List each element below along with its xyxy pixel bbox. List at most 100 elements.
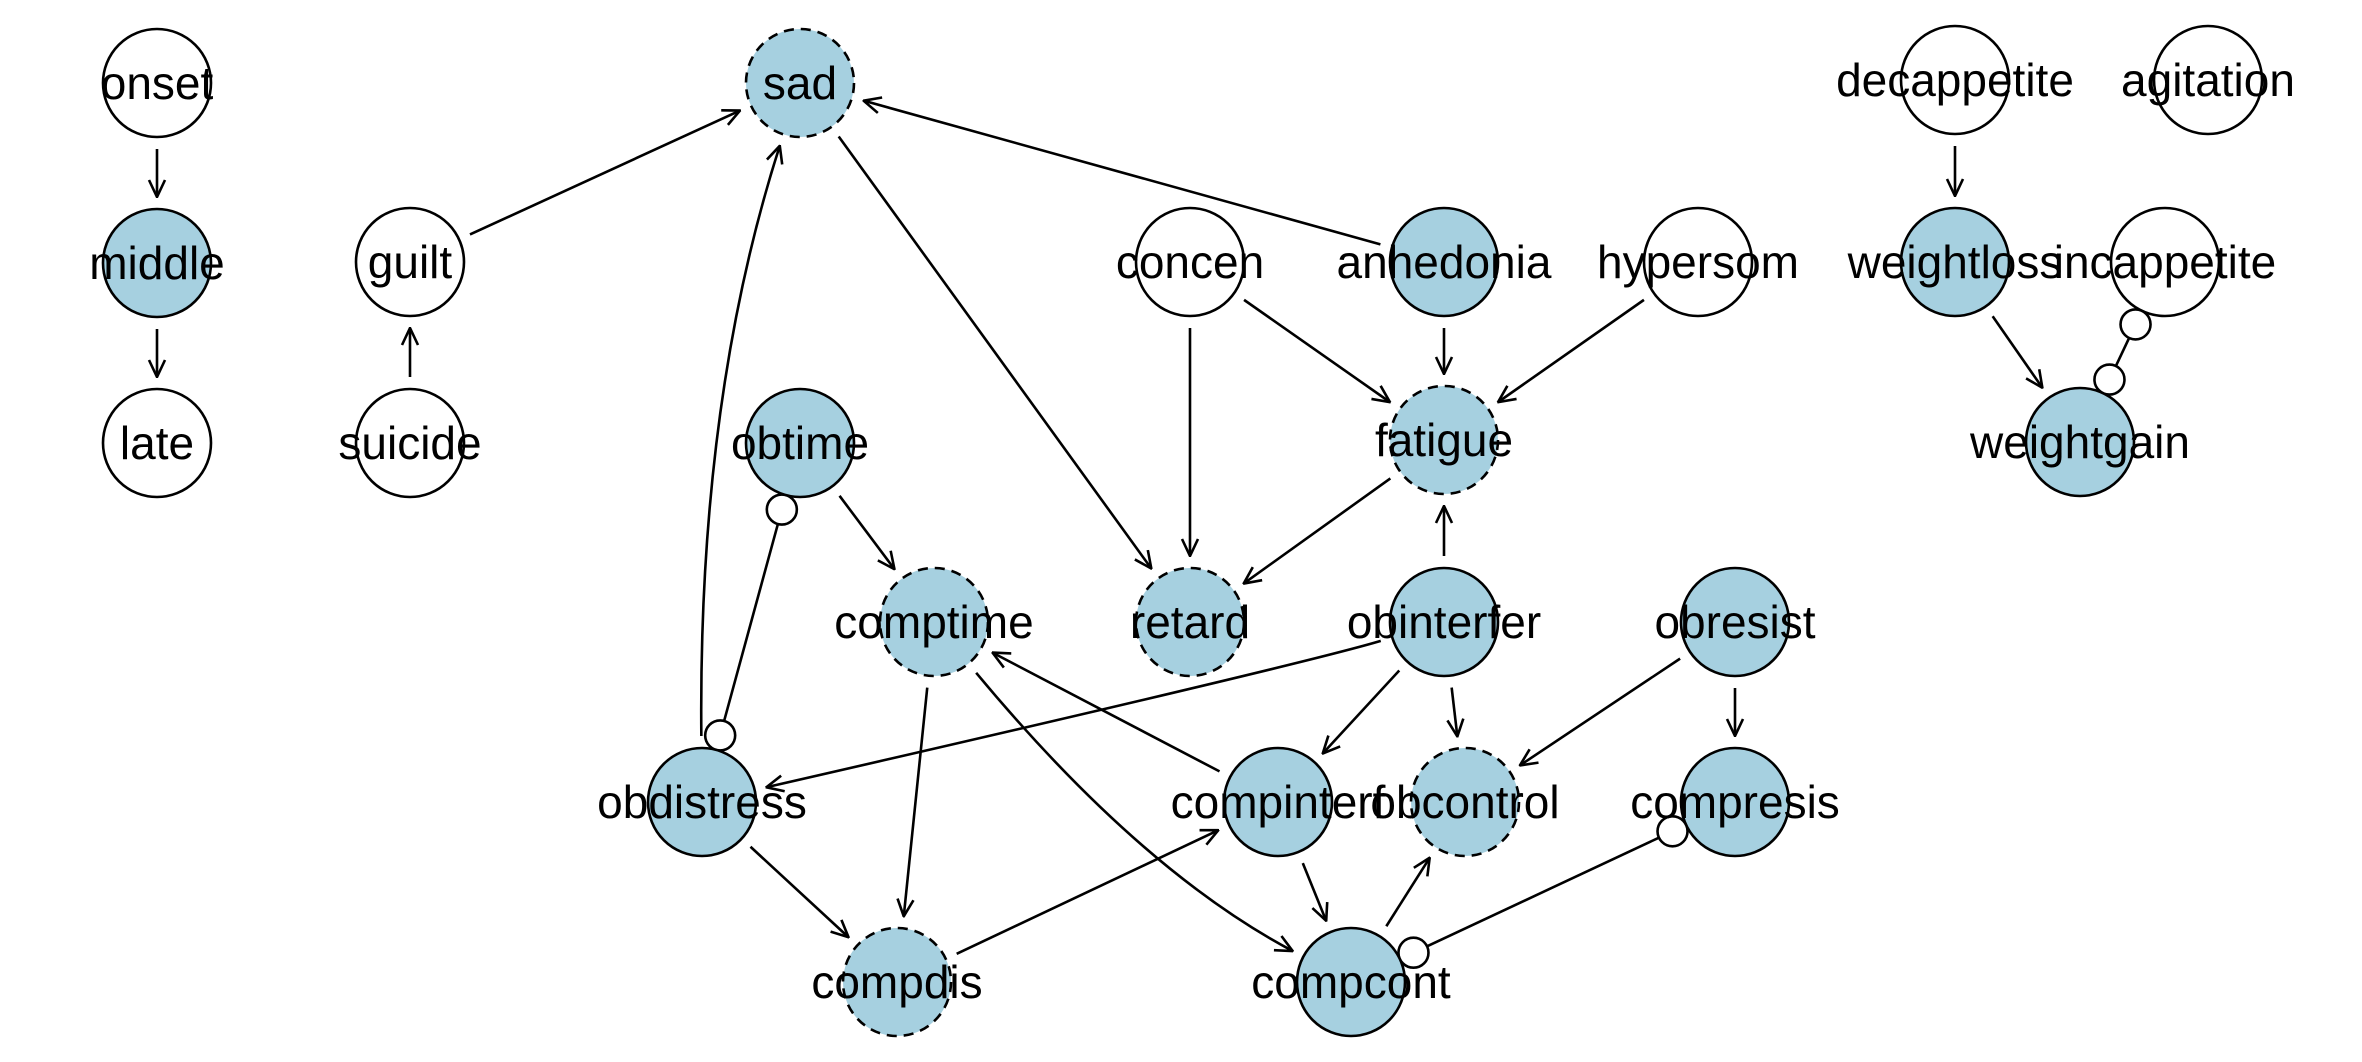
edge-line xyxy=(2114,337,2131,367)
node-circle xyxy=(101,27,213,139)
edge-fatigue-retard xyxy=(1244,477,1392,583)
edge-endpoint-circle xyxy=(765,493,799,526)
node-label: anhedonia xyxy=(1337,236,1552,288)
edge-compcont-obcontrol xyxy=(1385,858,1429,927)
node-retard: retard xyxy=(1130,566,1250,678)
node-label: weightloss xyxy=(1847,236,2063,288)
edge-line xyxy=(1385,858,1429,927)
node-sad: sad xyxy=(744,27,856,139)
node-circle xyxy=(1134,206,1246,318)
edge-sad-retard xyxy=(837,135,1152,568)
edge-compdis-compinterf xyxy=(956,830,1219,955)
edge-line xyxy=(1991,315,2043,388)
edges-layer xyxy=(157,101,2152,970)
edge-endpoint-circle xyxy=(703,719,737,752)
edge-endpoint-circle xyxy=(1397,936,1430,970)
node-decappetite: decappetite xyxy=(1836,24,2074,136)
node-label: suicide xyxy=(338,417,481,469)
edge-compinterf-compcont xyxy=(1301,862,1326,921)
node-circle xyxy=(1642,206,1754,318)
node-circle xyxy=(744,387,856,499)
edge-obtime-obdistress xyxy=(703,493,799,752)
edge-line xyxy=(1243,298,1390,402)
edge-line xyxy=(766,639,1382,787)
node-circle xyxy=(1388,566,1500,678)
edge-line xyxy=(864,101,1381,246)
node-label: compcont xyxy=(1251,956,1451,1008)
edge-weightloss-weightgain xyxy=(1991,315,2043,388)
node-circle xyxy=(1222,746,1334,858)
node-fatigue: fatigue xyxy=(1375,384,1513,496)
edge-endpoint-circle xyxy=(2119,308,2152,341)
node-circle xyxy=(1409,746,1521,858)
node-label: fatigue xyxy=(1375,414,1513,466)
node-concen: concen xyxy=(1116,206,1264,318)
edge-line xyxy=(956,830,1219,955)
node-circle xyxy=(1388,384,1500,496)
node-circle xyxy=(354,206,466,318)
nodes-layer: onsetmiddlelateguiltsuicidesadobtimecomp… xyxy=(89,24,2295,1038)
node-hypersom: hypersom xyxy=(1597,206,1799,318)
node-circle xyxy=(1899,206,2011,318)
node-comptime: comptime xyxy=(834,566,1034,678)
node-circle xyxy=(1679,566,1791,678)
node-compresis: compresis xyxy=(1630,746,1840,858)
node-compcont: compcont xyxy=(1251,926,1451,1038)
node-circle xyxy=(2024,386,2136,498)
node-label: late xyxy=(120,417,194,469)
node-suicide: suicide xyxy=(338,387,482,499)
edge-obinterfer-obdistress xyxy=(766,639,1382,787)
edge-line xyxy=(1244,477,1392,583)
edge-anhedonia-sad xyxy=(864,101,1381,246)
node-label: weightgain xyxy=(1969,416,2190,468)
node-compinterf: compinterf xyxy=(1171,746,1386,858)
edge-compinterf-comptime xyxy=(992,653,1221,773)
node-incappetite: incappetite xyxy=(2054,206,2277,318)
edge-endpoint-circle xyxy=(1656,814,1689,848)
edge-line xyxy=(1498,298,1645,402)
node-label: sad xyxy=(763,57,837,109)
edge-obinterfer-obcontrol xyxy=(1452,687,1458,737)
node-circle xyxy=(101,387,213,499)
node-circle xyxy=(646,746,758,858)
node-label: obinterfer xyxy=(1347,596,1541,648)
node-label: incappetite xyxy=(2054,236,2277,288)
node-obdistress: obdistress xyxy=(597,746,807,858)
node-circle xyxy=(2152,24,2264,136)
node-circle xyxy=(744,27,856,139)
edge-line xyxy=(1452,687,1458,737)
edge-line xyxy=(1323,669,1401,754)
edge-line xyxy=(904,687,929,917)
edge-endpoint-circle xyxy=(2093,363,2126,396)
node-label: onset xyxy=(101,57,214,109)
node-circle xyxy=(1295,926,1407,1038)
edge-line xyxy=(1426,836,1660,948)
node-label: hypersom xyxy=(1597,236,1799,288)
node-label: guilt xyxy=(368,236,453,288)
edge-line xyxy=(1301,862,1326,921)
edge-obdistress-compdis xyxy=(749,845,848,937)
edge-comptime-compcont xyxy=(975,671,1293,951)
edge-obdistress-sad xyxy=(699,146,780,737)
node-weightloss: weightloss xyxy=(1847,206,2063,318)
edge-guilt-sad xyxy=(469,111,740,236)
node-label: agitation xyxy=(2121,54,2295,106)
node-label: obdistress xyxy=(597,776,807,828)
node-obcontrol: obcontrol xyxy=(1370,746,1560,858)
node-circle xyxy=(1899,24,2011,136)
node-circle xyxy=(1388,206,1500,318)
node-circle xyxy=(878,566,990,678)
node-circle xyxy=(2109,206,2221,318)
node-label: comptime xyxy=(834,596,1033,648)
edge-obresist-obcontrol xyxy=(1520,657,1681,766)
node-label: middle xyxy=(89,237,225,289)
node-obinterfer: obinterfer xyxy=(1347,566,1541,678)
node-circle xyxy=(354,387,466,499)
node-guilt: guilt xyxy=(354,206,466,318)
node-late: late xyxy=(101,387,213,499)
node-circle xyxy=(841,926,953,1038)
node-obresist: obresist xyxy=(1654,566,1816,678)
node-onset: onset xyxy=(101,27,214,139)
edge-line xyxy=(975,671,1293,951)
edge-incappetite-weightgain xyxy=(2093,308,2152,396)
